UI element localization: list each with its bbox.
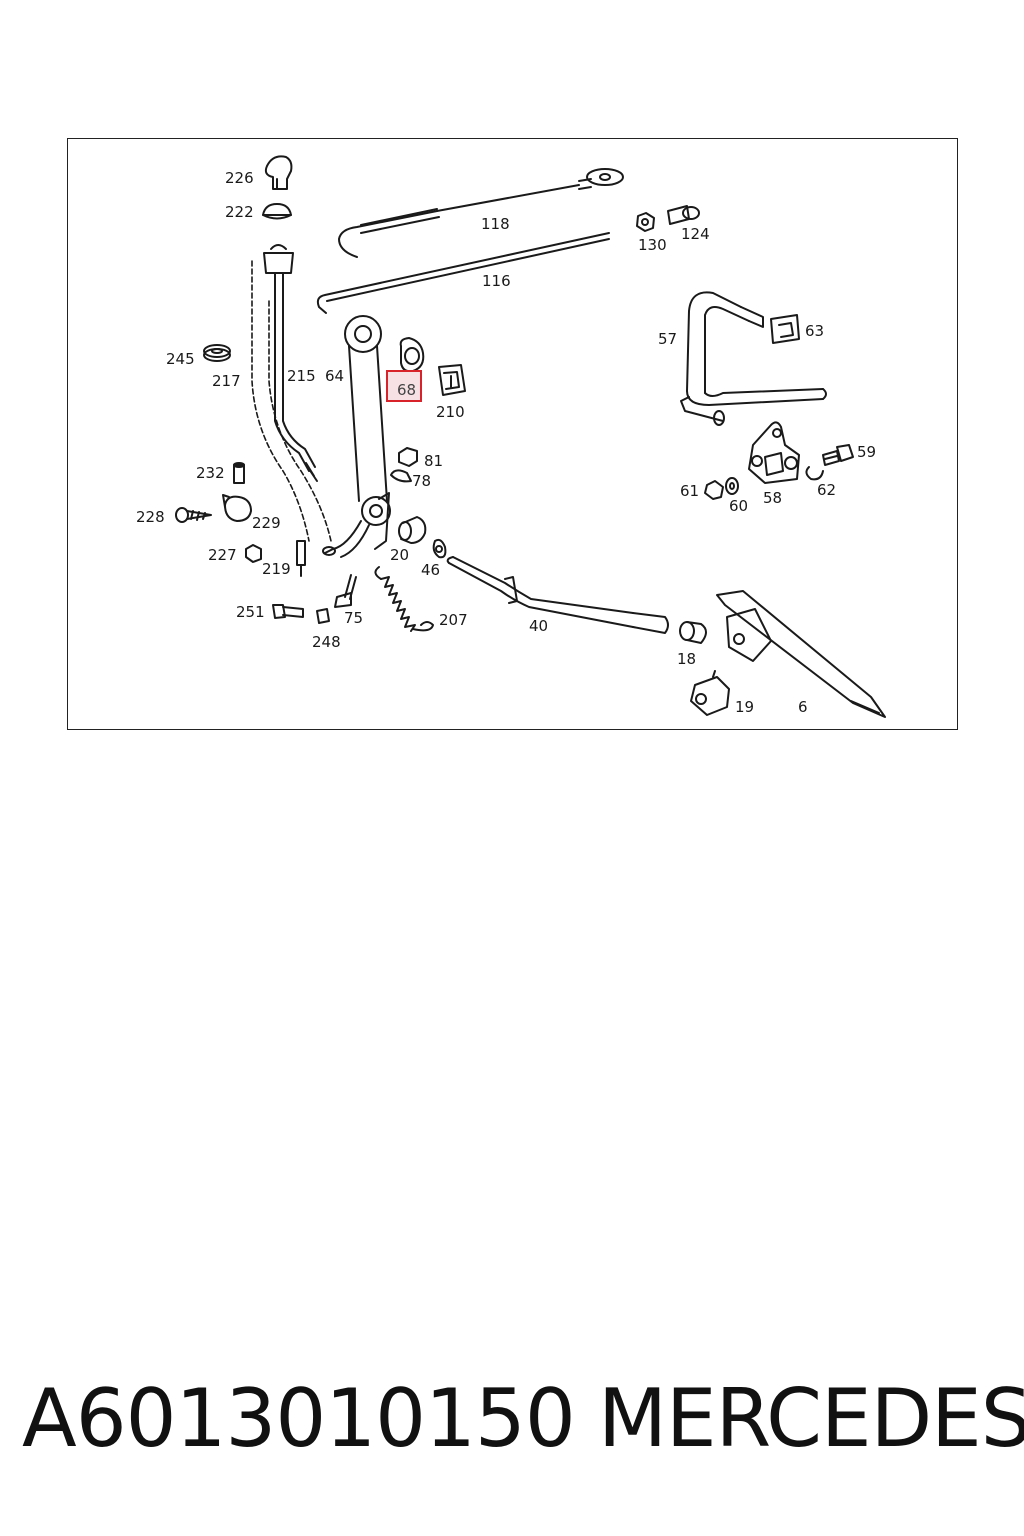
label-61: 61 <box>680 482 699 500</box>
part-232-pin <box>233 462 245 484</box>
brand-name: MERCEDES <box>598 1372 1024 1465</box>
part-215-cable <box>263 244 318 482</box>
label-20: 20 <box>390 546 409 564</box>
label-60: 60 <box>729 497 748 515</box>
label-219: 219 <box>262 560 291 578</box>
label-227: 227 <box>208 546 237 564</box>
part-229-clip <box>222 494 252 522</box>
part-217-cable <box>251 260 332 542</box>
part-57-bracket <box>680 291 827 426</box>
label-222: 222 <box>225 203 254 221</box>
label-116: 116 <box>482 272 511 290</box>
part-75-bolt <box>334 574 357 608</box>
part-number: A6013010150 <box>22 1372 576 1465</box>
part-248-nut <box>316 608 330 624</box>
part-61-nut <box>704 480 724 500</box>
label-226: 226 <box>225 169 254 187</box>
label-19: 19 <box>735 698 754 716</box>
label-59: 59 <box>857 443 876 461</box>
label-245: 245 <box>166 350 195 368</box>
part-68-bushing <box>399 337 425 373</box>
part-130-nut <box>636 212 655 232</box>
part-227-nut <box>245 544 262 563</box>
part-118-rod <box>338 168 624 258</box>
part-222-cap <box>262 203 292 220</box>
label-64: 64 <box>325 367 344 385</box>
part-20-bushing <box>398 516 427 544</box>
part-78-washer <box>390 469 412 483</box>
label-40: 40 <box>529 617 548 635</box>
part-60-washer <box>725 477 739 495</box>
label-46: 46 <box>421 561 440 579</box>
part-19-clip <box>690 670 730 716</box>
label-207: 207 <box>439 611 468 629</box>
part-59-screw <box>822 444 854 466</box>
footer-caption: A6013010150 MERCEDES <box>22 1372 1024 1465</box>
part-219-pin <box>296 540 306 577</box>
label-81: 81 <box>424 452 443 470</box>
part-228-screw <box>175 507 212 523</box>
label-229: 229 <box>252 514 281 532</box>
parts-diagram: 226 222 118 130 124 116 245 217 215 64 6… <box>136 155 886 718</box>
label-58: 58 <box>763 489 782 507</box>
part-labels: 226 222 118 130 124 116 245 217 215 64 6… <box>136 169 876 716</box>
label-62: 62 <box>817 481 836 499</box>
label-57: 57 <box>658 330 677 348</box>
label-215: 215 <box>287 367 316 385</box>
part-6-pedal <box>716 590 886 718</box>
part-64-lever <box>322 315 391 558</box>
part-245-grommet <box>203 344 231 362</box>
parts-diagram-frame: 226 222 118 130 124 116 245 217 215 64 6… <box>67 138 958 730</box>
label-228: 228 <box>136 508 165 526</box>
part-40-rod <box>446 556 669 634</box>
part-124-link-end <box>667 205 700 225</box>
highlight-box <box>386 370 422 402</box>
part-58-pivot-bracket <box>748 421 800 484</box>
label-210: 210 <box>436 403 465 421</box>
part-81-nut <box>398 447 418 467</box>
label-78: 78 <box>412 472 431 490</box>
label-18: 18 <box>677 650 696 668</box>
part-18-bushing <box>679 621 707 644</box>
label-75: 75 <box>344 609 363 627</box>
part-207-spring <box>374 566 434 632</box>
label-68: 68 <box>397 381 416 399</box>
part-63-clip <box>770 314 800 344</box>
label-248: 248 <box>312 633 341 651</box>
label-251: 251 <box>236 603 265 621</box>
part-62-clip <box>805 466 824 481</box>
part-226-knob <box>264 155 293 190</box>
part-251-bolt <box>272 604 304 619</box>
label-130: 130 <box>638 236 667 254</box>
part-46-clip <box>432 538 447 559</box>
label-232: 232 <box>196 464 225 482</box>
label-63: 63 <box>805 322 824 340</box>
part-210-clip <box>438 364 466 396</box>
part-116-rod <box>316 232 610 314</box>
label-118: 118 <box>481 215 510 233</box>
label-217: 217 <box>212 372 241 390</box>
label-6: 6 <box>798 698 808 716</box>
label-124: 124 <box>681 225 710 243</box>
